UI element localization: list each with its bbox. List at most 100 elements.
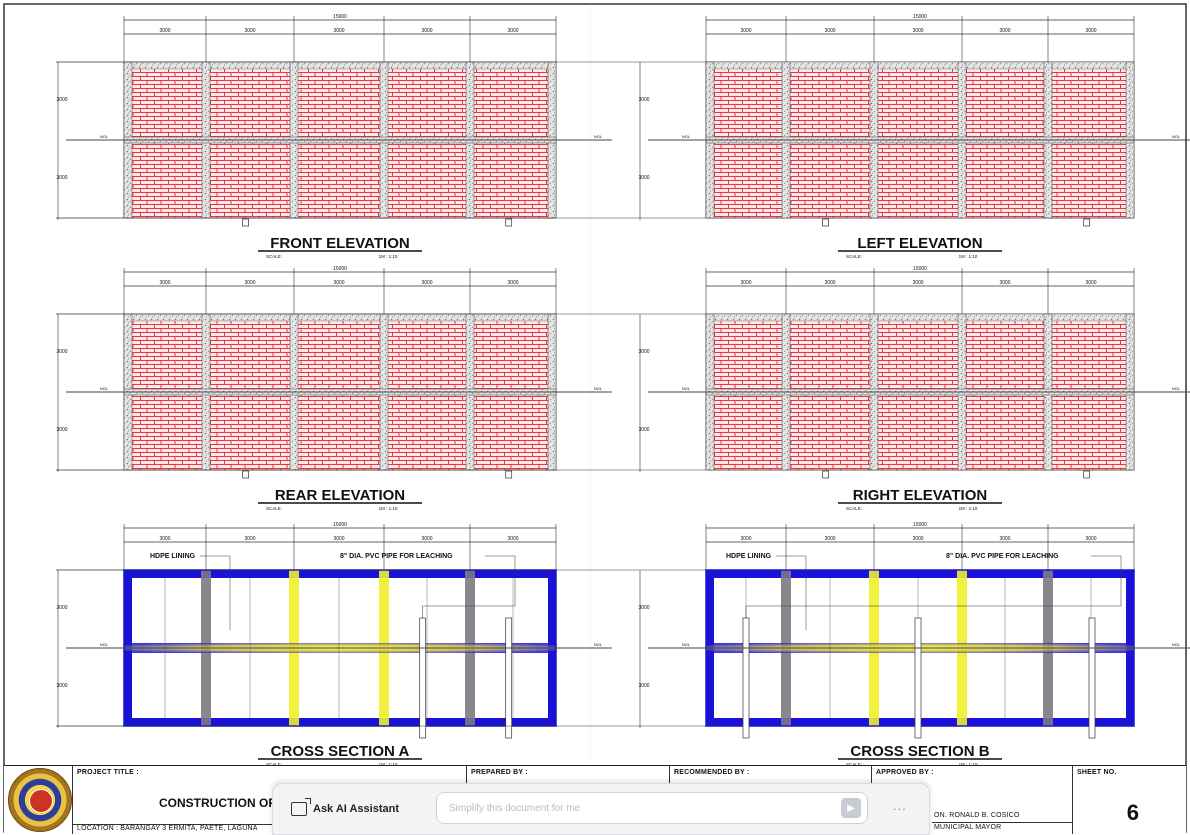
pvc-pipe	[419, 617, 427, 739]
ngl-label-left: NGL	[682, 386, 691, 391]
recommended-by-label: RECOMMENDED BY :	[674, 769, 750, 776]
more-options-button[interactable]: ...	[893, 798, 907, 813]
dimension-height-bottom: 3000	[638, 427, 649, 433]
ngl-label-left: NGL	[100, 134, 109, 139]
dimension-bay: 3000	[244, 536, 255, 542]
dimension-height-bottom: 3000	[638, 175, 649, 181]
hdpe-lining-label: HDPE LINING	[150, 553, 196, 560]
scale-label: SCALE:	[846, 762, 862, 767]
footing	[242, 470, 249, 479]
ai-prompt-input[interactable]	[436, 792, 868, 824]
send-button[interactable]: ▶	[841, 798, 861, 818]
footing	[505, 470, 513, 479]
dimension-bay: 3000	[1085, 536, 1096, 542]
dimension-bay: 3000	[421, 536, 432, 542]
scale-value: 1M : 1:10	[959, 506, 978, 511]
dimension-bay: 3000	[999, 28, 1010, 34]
hdpe-leader	[776, 555, 807, 630]
scale-value: 1M : 1:10	[379, 762, 398, 767]
dimension-bay: 3000	[740, 536, 751, 542]
dimension-height-top: 3000	[56, 605, 67, 611]
view-title: FRONT ELEVATION	[270, 235, 409, 252]
top-coping	[123, 313, 557, 322]
ngl-label-right: NGL	[1172, 134, 1181, 139]
scale-label: SCALE:	[846, 254, 862, 259]
dimension-bay: 3000	[421, 280, 432, 286]
approver-name: ON. RONALD B. COSICO	[934, 812, 1020, 819]
ngl-label-left: NGL	[682, 642, 691, 647]
dimension-bay: 3000	[740, 280, 751, 286]
dimension-bay: 3000	[912, 28, 923, 34]
top-coping	[705, 313, 1135, 322]
top-coping	[705, 61, 1135, 70]
location-text: LOCATION : BARANGAY 3 ERMITA, PAETE, LAG…	[77, 825, 258, 832]
hdpe-leader	[200, 555, 231, 630]
footing	[1083, 470, 1091, 479]
dimension-total: 15000	[333, 522, 347, 528]
dimension-bay: 3000	[333, 536, 344, 542]
pvc-leader	[745, 555, 1122, 618]
pvc-pipe	[1088, 617, 1096, 739]
dimension-bay: 3000	[740, 28, 751, 34]
pvc-pipe-label: 8" DIA. PVC PIPE FOR LEACHING	[340, 553, 453, 560]
dimension-total: 15000	[913, 14, 927, 20]
scale-label: SCALE:	[266, 506, 282, 511]
ngl-label-left: NGL	[100, 386, 109, 391]
dimension-bay: 3000	[507, 280, 518, 286]
view-title: RIGHT ELEVATION	[853, 487, 987, 504]
hdpe-lining-label: HDPE LINING	[726, 553, 772, 560]
scale-label: SCALE:	[846, 506, 862, 511]
scale-value: 1M : 1:10	[379, 254, 398, 259]
ngl-label-right: NGL	[594, 134, 603, 139]
dimension-bay: 3000	[159, 28, 170, 34]
ngl-label-right: NGL	[594, 642, 603, 647]
dimension-bay: 3000	[1085, 280, 1096, 286]
ai-assistant-bar: Ask AI Assistant ▶ ...	[272, 783, 930, 835]
approver-title: MUNICIPAL MAYOR	[934, 824, 1002, 831]
dimension-bay: 3000	[999, 280, 1010, 286]
dimension-bay: 3000	[1085, 28, 1096, 34]
view-title: CROSS SECTION B	[850, 743, 989, 760]
pvc-pipe	[914, 617, 922, 739]
dimension-total: 15000	[913, 522, 927, 528]
project-title-cell: PROJECT TITLE : CONSTRUCTION OF LOCATION…	[72, 766, 467, 834]
municipal-seal	[8, 768, 72, 832]
dimension-height-bottom: 3000	[56, 683, 67, 689]
dimension-bay: 3000	[912, 536, 923, 542]
sheet-no-label: SHEET NO.	[1077, 769, 1117, 776]
ngl-label-right: NGL	[1172, 386, 1181, 391]
view-title: LEFT ELEVATION	[857, 235, 982, 252]
send-arrow-icon: ▶	[847, 802, 855, 814]
view-title: CROSS SECTION A	[271, 743, 410, 760]
footing	[242, 218, 249, 227]
pvc-pipe	[742, 617, 750, 739]
dimension-bay: 3000	[507, 536, 518, 542]
project-title-label: PROJECT TITLE :	[77, 769, 139, 776]
ngl-label-left: NGL	[682, 134, 691, 139]
project-title: CONSTRUCTION OF	[159, 796, 276, 810]
dimension-bay: 3000	[999, 536, 1010, 542]
footing	[822, 218, 829, 227]
footing	[1083, 218, 1091, 227]
dimension-height-top: 3000	[638, 605, 649, 611]
ngl-label-right: NGL	[594, 386, 603, 391]
dimension-bay: 3000	[824, 28, 835, 34]
dimension-bay: 3000	[333, 28, 344, 34]
dimension-bay: 3000	[824, 280, 835, 286]
prepared-by-label: PREPARED BY :	[471, 769, 528, 776]
dimension-height-bottom: 3000	[56, 175, 67, 181]
dimension-bay: 3000	[244, 28, 255, 34]
sheet-number-cell: SHEET NO. 6	[1072, 766, 1187, 834]
ask-ai-assistant-button[interactable]: Ask AI Assistant	[283, 797, 407, 821]
dimension-height-bottom: 3000	[638, 683, 649, 689]
footing	[822, 470, 829, 479]
ask-ai-label: Ask AI Assistant	[313, 803, 399, 815]
dimension-height-top: 3000	[638, 349, 649, 355]
seal-cell	[4, 766, 72, 834]
ngl-label-left: NGL	[100, 642, 109, 647]
